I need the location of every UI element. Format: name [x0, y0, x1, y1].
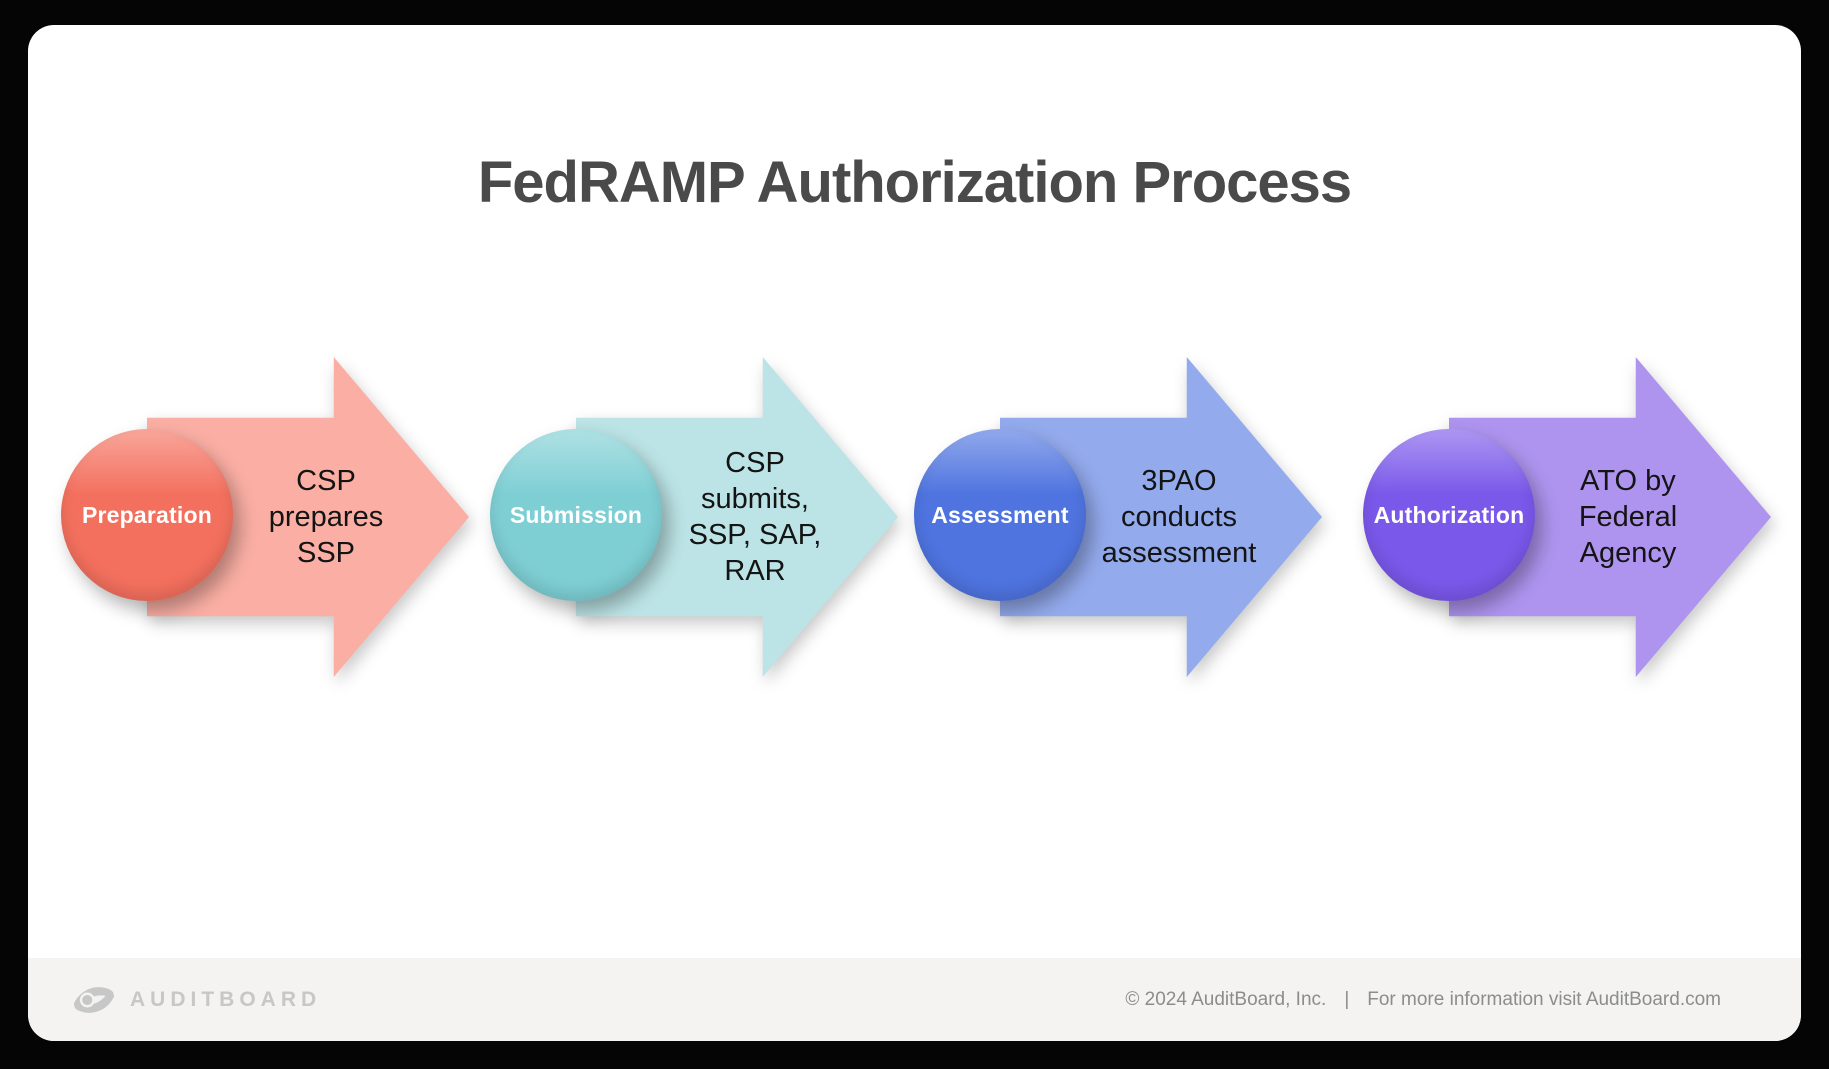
auditboard-logo: AUDITBOARD	[70, 980, 321, 1020]
step-circle-authorization: Authorization	[1363, 429, 1535, 601]
copyright-text: © 2024 AuditBoard, Inc.	[1125, 988, 1327, 1010]
slide-card: FedRAMP Authorization Process CSP prepar…	[28, 25, 1801, 1041]
step-circle-submission: Submission	[490, 429, 662, 601]
arrow-label: CSP prepares SSP	[268, 465, 384, 569]
step-circle-label: Submission	[509, 501, 643, 528]
footer-meta: © 2024 AuditBoard, Inc. | For more infor…	[1125, 989, 1721, 1011]
step-circle-label: Assessment	[931, 501, 1069, 528]
process-step-assessment: 3PAO conducts assessment Assessment	[914, 357, 1322, 677]
step-circle-preparation: Preparation	[61, 429, 233, 601]
step-circle-label: Preparation	[81, 501, 212, 528]
page-title: FedRAMP Authorization Process	[477, 150, 1352, 215]
step-circle-assessment: Assessment	[914, 429, 1086, 601]
process-step-preparation: CSP prepares SSP Preparation	[61, 357, 469, 677]
auditboard-mark-icon	[70, 980, 118, 1020]
arrow-label: CSP submits, SSP, SAP, RAR	[688, 447, 822, 587]
auditboard-wordmark: AUDITBOARD	[130, 987, 322, 1011]
footer-bar: AUDITBOARD © 2024 AuditBoard, Inc. | For…	[28, 958, 1801, 1041]
process-step-submission: CSP submits, SSP, SAP, RAR Submission	[490, 357, 898, 677]
process-step-authorization: ATO by Federal Agency Authorization	[1363, 357, 1771, 677]
arrow-label: ATO by Federal Agency	[1578, 465, 1678, 569]
arrow-label: 3PAO conducts assessment	[1101, 465, 1257, 569]
footer-info-text: For more information visit AuditBoard.co…	[1367, 988, 1721, 1010]
step-circle-label: Authorization	[1373, 501, 1525, 528]
footer-separator: |	[1344, 988, 1350, 1010]
